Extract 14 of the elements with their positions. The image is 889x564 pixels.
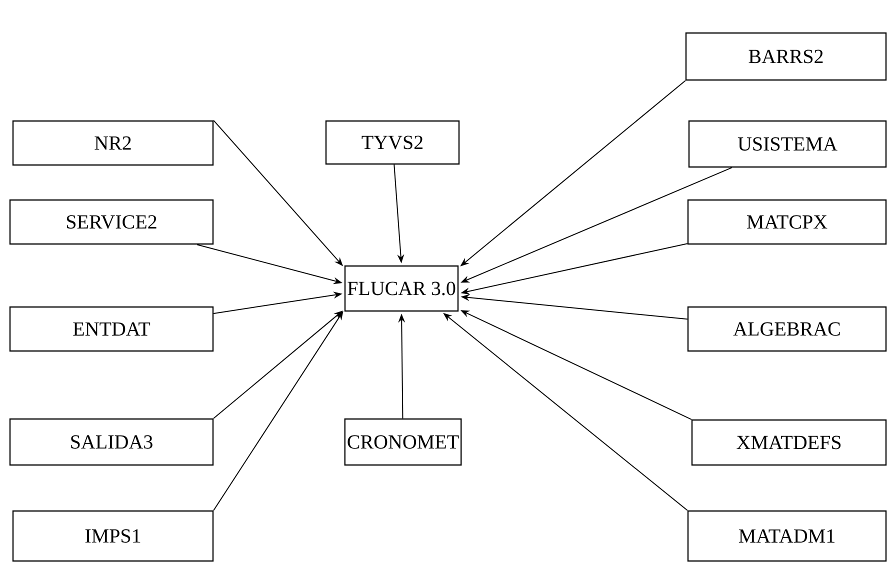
module-box: TYVS2 <box>325 120 460 165</box>
module-box: IMPS1 <box>12 510 214 562</box>
module-box: SALIDA3 <box>9 418 214 466</box>
module-box: USISTEMA <box>688 120 887 168</box>
module-box: SERVICE2 <box>9 199 214 245</box>
module-box: BARRS2 <box>685 32 887 81</box>
module-box: CRONOMET <box>344 418 462 466</box>
module-box: NR2 <box>12 120 214 166</box>
module-box: ALGEBRAC <box>687 306 887 352</box>
module-box: ENTDAT <box>9 306 214 352</box>
module-box: XMATDEFS <box>691 419 887 466</box>
module-box: MATADM1 <box>687 510 887 562</box>
module-box: FLUCAR 3.0 <box>344 265 459 312</box>
module-box: MATCPX <box>687 199 887 245</box>
